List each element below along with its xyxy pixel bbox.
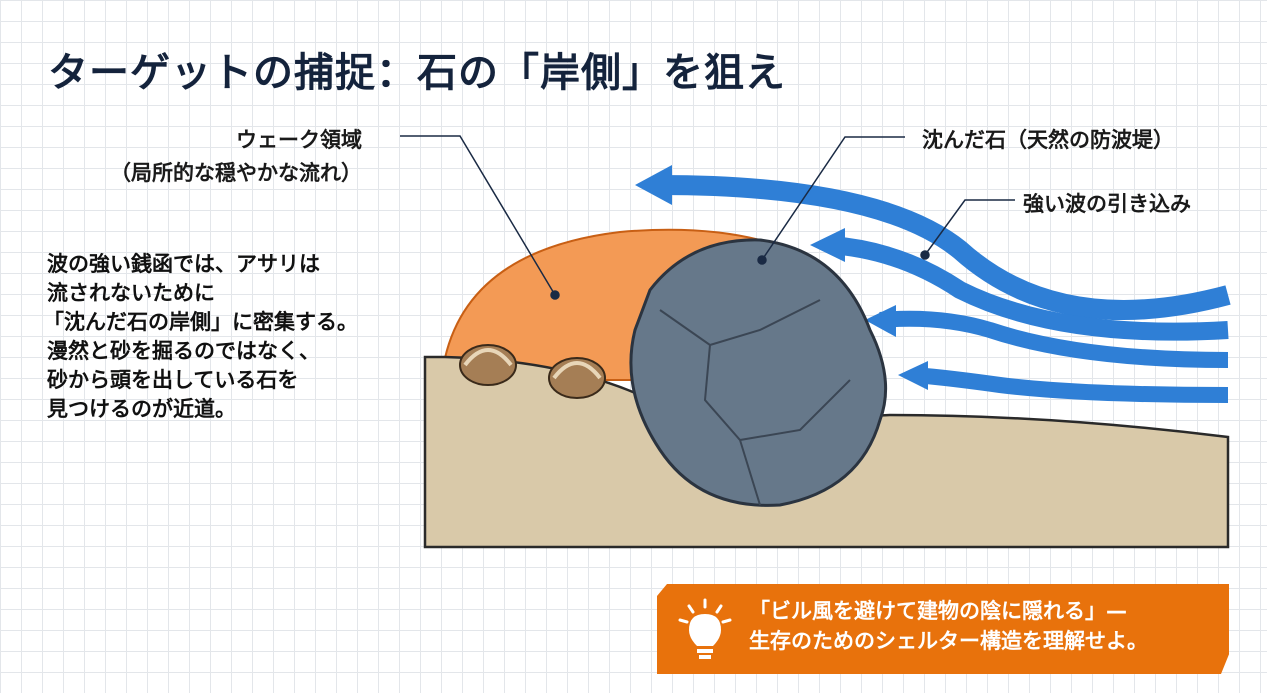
wave-leader-line	[924, 199, 1015, 256]
tip-text: 「ビル風を避けて建物の陰に隠れる」— 生存のためのシェルター構造を理解せよ。	[749, 596, 1148, 656]
arrowhead	[635, 165, 672, 205]
arrowhead	[865, 305, 896, 337]
wake-label: ウェーク領域	[236, 128, 362, 152]
text-line: 流されないために	[47, 281, 215, 305]
wave-arrow	[659, 175, 1231, 320]
arrowhead	[810, 228, 845, 262]
wave-arrow	[829, 236, 1229, 341]
rock-leader-line	[761, 136, 905, 261]
text-line: 漫然と砂を掘るのではなく、	[47, 339, 320, 363]
page-title: ターゲットの捕捉：石の「岸側」を狙え	[48, 50, 786, 96]
explanation-text: 波の強い銭函では、アサリは 流されないために 「沈んだ石の岸側」に密集する。 漫…	[43, 250, 358, 424]
text-line: 見つけるのが近道。	[47, 397, 236, 421]
clam-icon	[548, 357, 606, 399]
wave-arrows	[635, 165, 1231, 403]
arrowhead	[898, 361, 928, 390]
lightbulb-icon	[678, 598, 732, 659]
tip-line: 生存のためのシェルター構造を理解せよ。	[749, 629, 1148, 653]
wave-label: 強い波の引き込み	[1023, 192, 1191, 216]
tip-banner: 「ビル風を避けて建物の陰に隠れる」— 生存のためのシェルター構造を理解せよ。	[657, 584, 1229, 674]
text-line: 砂から頭を出している石を	[47, 368, 299, 392]
wave-arrow	[914, 367, 1229, 403]
rock-cracks	[659, 299, 851, 506]
text-line: 「沈んだ石の岸側」に密集する。	[43, 310, 358, 334]
wave-arrow	[879, 310, 1229, 368]
clam-icon	[459, 344, 517, 386]
tip-line: 「ビル風を避けて建物の陰に隠れる」—	[749, 599, 1127, 623]
wake-leader-line	[400, 135, 556, 296]
text-line: 波の強い銭函では、アサリは	[47, 252, 320, 276]
rock-label: 沈んだ石（天然の防波堤）	[922, 128, 1174, 152]
sunken-rock	[629, 238, 888, 507]
wake-sublabel: （局所的な穏やかな流れ）	[110, 161, 362, 185]
